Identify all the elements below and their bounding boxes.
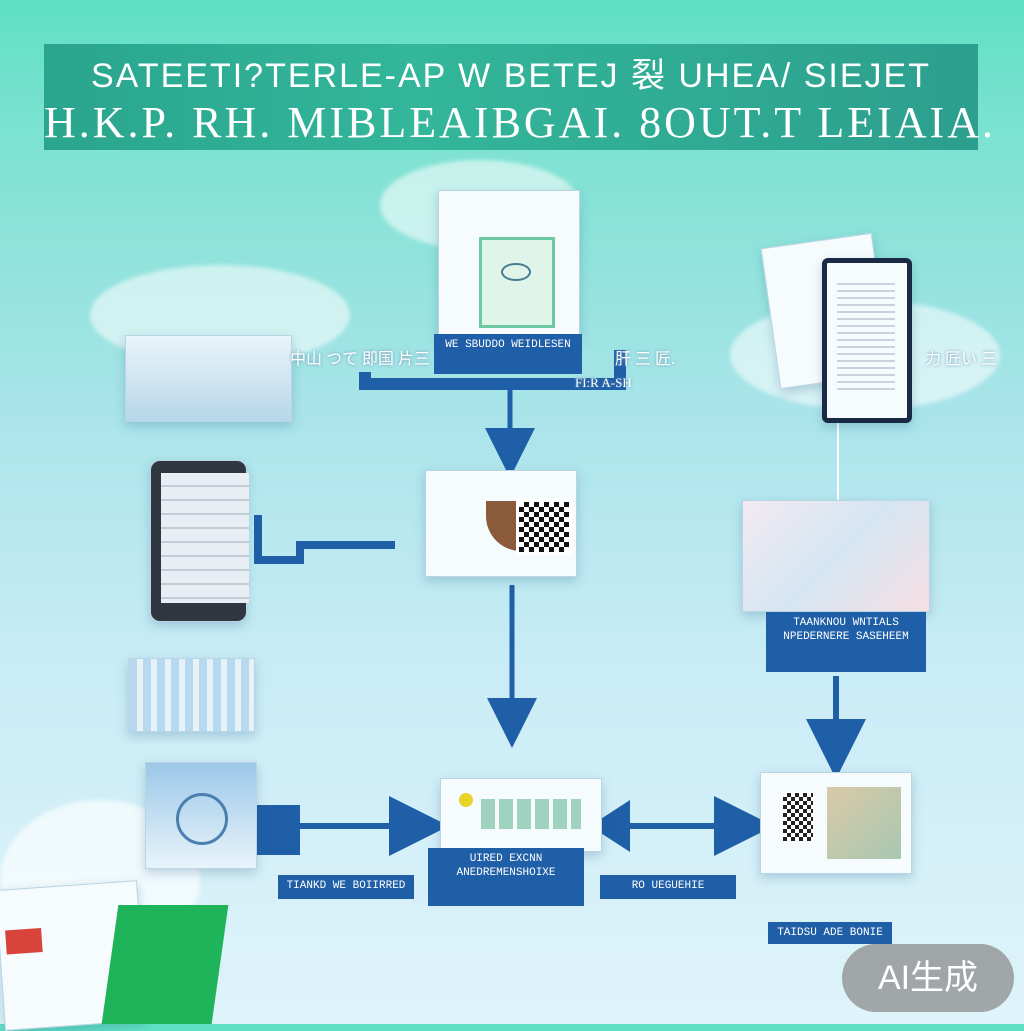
photo-grid [827, 787, 901, 859]
phone-screen [161, 473, 249, 603]
node-bottom-center-label: UIRED EXCNN ANEDREMENSHOIXE [428, 848, 584, 906]
device-icon [501, 263, 531, 281]
title-line-1: SATEETI?TERLE-AP W BETEJ 裂 UHEA/ SIEJET [90, 57, 931, 95]
flow-text-left: 中山 つて 即国 片三 [290, 351, 431, 368]
device-screen [479, 237, 555, 328]
node-right-mid-image [742, 500, 930, 612]
qr-code-icon-small [783, 793, 813, 841]
flow-text-right-a: 肝 三 匠. [615, 351, 676, 368]
top-connector-bar [359, 350, 626, 390]
left-connector [254, 515, 395, 564]
bottom-left-block [255, 805, 300, 855]
title-line-2: H.K.P. RH. MIBLEAIBGAI. 8OUT.T LEIAIA. [44, 98, 996, 147]
corner-card-red-text [5, 928, 43, 955]
node-bottom-right-label: TAIDSU ADE BONIE [768, 922, 892, 944]
yellow-dot-icon [459, 793, 473, 807]
node-bottom-center-card [440, 778, 602, 852]
doc-lines [837, 283, 895, 393]
flow-text-far-right: 力 匠い 三 [925, 351, 998, 368]
arrow-right-to-center-head [590, 800, 630, 852]
title-banner: SATEETI?TERLE-AP W BETEJ 裂 UHEA/ SIEJET … [44, 44, 996, 150]
node-bottom-left-image [145, 762, 257, 869]
node-right-mid-label: TAANKNOU WNTIALS NPEDERNERE SASEHEEM [766, 612, 926, 672]
node-bottom-right-card [760, 772, 912, 874]
corner-green-panel [101, 905, 229, 1024]
node-left-phone [150, 460, 249, 622]
flow-text-right-b: FI:R A-SH [575, 375, 632, 390]
node-center-qr-card [425, 470, 577, 577]
node-top-right-doc [822, 258, 912, 423]
node-top-center-label: WE SBUDDO WEIDLESEN [434, 334, 582, 374]
node-left-small-image [128, 658, 255, 732]
node-top-center-card [438, 190, 580, 337]
grid-tiles [481, 799, 581, 829]
node-left-city-image [125, 335, 292, 422]
globe-icon [176, 793, 228, 845]
node-bottom-left-label: TIANKD WE BOIIRRED [278, 875, 414, 899]
qr-code-icon [516, 499, 572, 555]
node-bottom-mid-label: RO UEGUEHIE [600, 875, 736, 899]
ai-generated-badge: AI生成 [842, 944, 1014, 1012]
